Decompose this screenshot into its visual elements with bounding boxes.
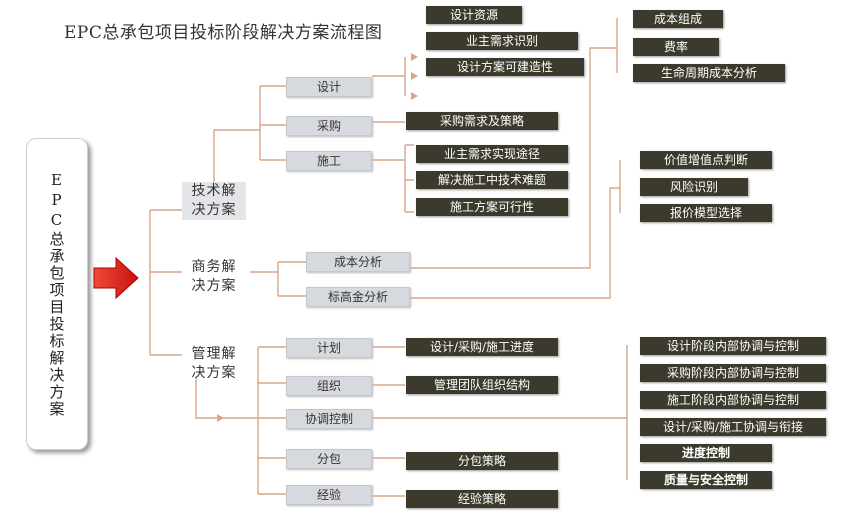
quote-model-box: 报价模型选择	[640, 204, 772, 222]
design-node: 设计	[286, 77, 372, 97]
design-constructability-box: 设计方案可建造性	[426, 58, 584, 76]
construction-tech-problems-box: 解决施工中技术难题	[416, 171, 568, 189]
business-solution-label-line2: 决方案	[191, 278, 237, 294]
cost-analysis-node: 成本分析	[306, 252, 410, 272]
plan-node: 计划	[286, 338, 372, 358]
connector-arrow-head	[217, 414, 224, 422]
tech-solution-label-line1: 技术解	[191, 183, 237, 199]
root-node-label: EPC总承包项目投标解决方案	[47, 170, 66, 418]
link-construct	[372, 144, 414, 213]
link-design	[372, 57, 406, 96]
link-tech	[213, 85, 286, 182]
construction-coordination-box: 施工阶段内部协调与控制	[640, 391, 826, 409]
subcontract-strategy-box: 分包策略	[406, 452, 558, 470]
team-structure-box: 管理团队组织结构	[406, 376, 558, 394]
management-solution-label-line2: 决方案	[191, 365, 237, 381]
subcontract-node: 分包	[286, 449, 372, 469]
management-solution-node: 管理解 决方案	[182, 345, 246, 383]
management-solution-label-line1: 管理解	[191, 346, 237, 362]
root-node: EPC总承包项目投标解决方案	[26, 138, 88, 450]
design-coordination-box: 设计阶段内部协调与控制	[640, 337, 826, 355]
link-coord	[372, 345, 628, 480]
cost-components-box: 成本组成	[633, 10, 723, 28]
diagram-title: EPC总承包项目投标阶段解决方案流程图	[64, 23, 383, 43]
big-right-arrow-icon	[93, 256, 139, 300]
lifecycle-cost-box: 生命周期成本分析	[633, 64, 785, 82]
connector-arrow-head	[411, 92, 418, 100]
experience-node: 经验	[286, 485, 372, 505]
link-root-level1	[149, 209, 182, 356]
tech-solution-node: 技术解 决方案	[182, 182, 246, 220]
construction-feasibility-box: 施工方案可行性	[416, 198, 568, 216]
connector-arrow-head	[411, 53, 418, 61]
procurement-node: 采购	[286, 116, 372, 136]
quality-safety-control-box: 质量与安全控制	[640, 471, 772, 489]
link-mgmt	[195, 346, 286, 495]
design-resources-box: 设计资源	[426, 6, 522, 24]
coordination-control-node: 协调控制	[286, 409, 372, 429]
link-biz	[250, 261, 306, 297]
epc-interface-box: 设计/采购/施工协调与衔接	[640, 418, 826, 436]
procurement-strategy-box: 采购需求及策略	[406, 112, 558, 130]
link-bid-route	[410, 160, 621, 299]
procurement-coordination-box: 采购阶段内部协调与控制	[640, 364, 826, 382]
experience-strategy-box: 经验策略	[406, 490, 558, 508]
value-added-box: 价值增值点判断	[640, 151, 772, 169]
business-solution-label-line1: 商务解	[191, 259, 237, 275]
tech-solution-label-line2: 决方案	[191, 202, 237, 218]
connector-arrow-head	[411, 72, 418, 80]
fee-rate-box: 费率	[633, 38, 719, 56]
owner-needs-approach-box: 业主需求实现途径	[416, 145, 568, 163]
schedule-box: 设计/采购/施工进度	[406, 338, 558, 356]
risk-identification-box: 风险识别	[640, 178, 748, 196]
organization-node: 组织	[286, 376, 372, 396]
construction-node: 施工	[286, 151, 372, 171]
schedule-control-box: 进度控制	[640, 444, 772, 462]
business-solution-node: 商务解 决方案	[182, 258, 246, 296]
link-cost-route	[410, 18, 618, 269]
markup-analysis-node: 标高金分析	[306, 287, 410, 307]
owner-needs-identification-box: 业主需求识别	[426, 32, 578, 50]
